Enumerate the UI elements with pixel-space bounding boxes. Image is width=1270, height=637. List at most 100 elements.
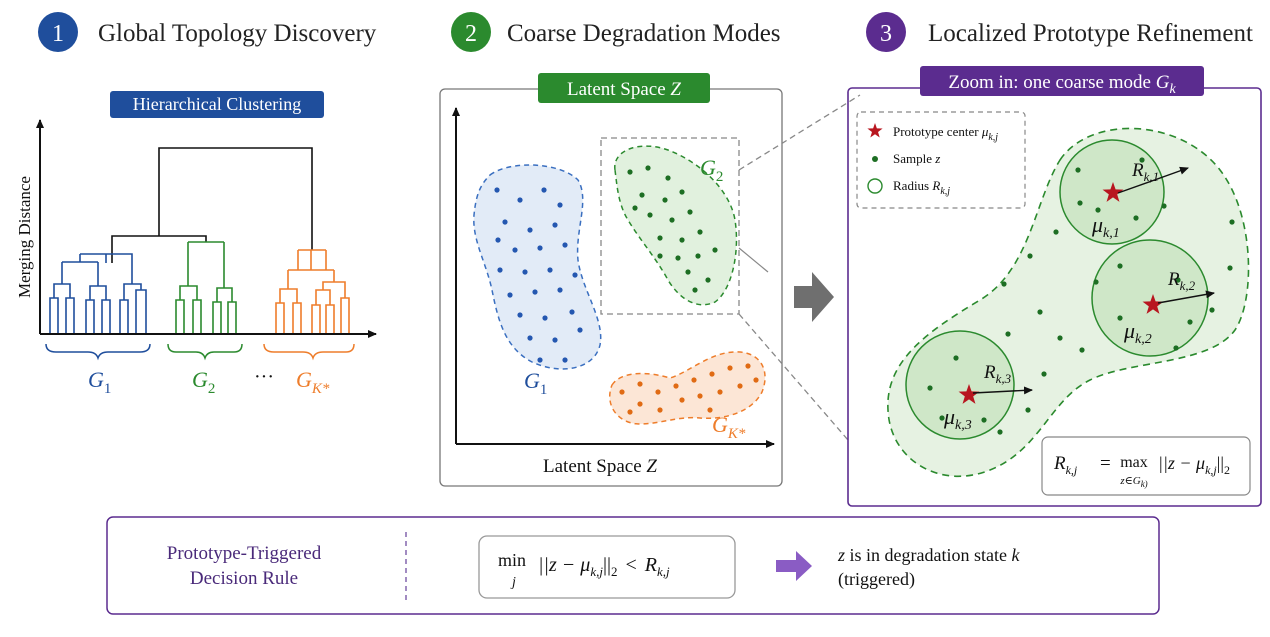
sample-dot [512, 247, 518, 253]
decision-rule-min-under: j [510, 575, 516, 590]
sample-dot [707, 407, 713, 413]
prototype-label-3: μk,3 [943, 404, 972, 433]
sample-dot [517, 197, 523, 203]
sample-dot [637, 401, 643, 407]
sample-dot [1175, 277, 1181, 283]
step-title-3: Localized Prototype Refinement [928, 20, 1253, 47]
sample-dot [1037, 309, 1043, 315]
sample-dot [517, 312, 523, 318]
panel-hierarchical-clustering: Hierarchical Clustering Merging Distance… [15, 91, 377, 397]
cluster-gk-region [609, 351, 766, 425]
sample-dot [541, 187, 547, 193]
dendrogram-top-links [111, 147, 313, 263]
step-badge-3 [866, 12, 906, 52]
decision-rule-min: min [498, 550, 526, 570]
cluster-g1-region [473, 164, 602, 370]
zoom-guide-mid [738, 247, 769, 273]
cluster-gk-samples [619, 363, 759, 415]
sample-dot [753, 377, 759, 383]
radius-label-2: Rk,2 [1167, 269, 1196, 293]
sample-dot [1095, 207, 1101, 213]
sample-dot [692, 287, 698, 293]
step-header-1: 1 Global Topology Discovery [38, 12, 377, 52]
panel-latent-space: Latent Space Z Latent Space Z G1 G2 GK* [439, 73, 783, 487]
decision-rule-arrow [776, 551, 812, 581]
group-label-g1: G1 [88, 367, 111, 397]
cluster-g2-samples [627, 165, 718, 293]
sample-dot [645, 165, 651, 171]
sample-dot [547, 267, 553, 273]
legend-radius-icon [867, 178, 883, 194]
sample-dot [697, 393, 703, 399]
sample-dot [1027, 253, 1033, 259]
sample-dot [537, 357, 543, 363]
sample-dot [717, 389, 723, 395]
cluster-label-g2: G2 [700, 155, 723, 185]
sample-dot [627, 409, 633, 415]
sample-dot [675, 255, 681, 261]
prototype-label-2: μk,2 [1123, 318, 1152, 347]
hierarchical-clustering-badge [110, 91, 324, 118]
step-title-2: Coarse Degradation Modes [507, 20, 781, 47]
legend-radius-label: Radius Rk,j [893, 178, 950, 197]
radius-label-1: Rk,1 [1131, 160, 1159, 184]
prototype-circle-3 [905, 330, 1015, 440]
sample-dot [577, 327, 583, 333]
cluster-label-gk: GK* [712, 412, 746, 442]
sample-dot [1139, 157, 1145, 163]
radius-arrow-3 [972, 386, 1033, 395]
prototype-label-1: μk,1 [1091, 212, 1120, 241]
sample-dot [679, 397, 685, 403]
sample-dot [502, 219, 508, 225]
sample-dot [705, 277, 711, 283]
dendrogram-orange-subtree [275, 249, 350, 333]
sample-dot [1173, 345, 1179, 351]
step-number-3: 3 [880, 21, 892, 47]
sample-dot [494, 187, 500, 193]
radius-arrow-1 [1117, 166, 1189, 194]
latent-space-badge [538, 73, 710, 103]
sample-dot [953, 355, 959, 361]
cluster-label-g1: G1 [524, 368, 547, 398]
zoom-arrow [794, 272, 834, 322]
sample-dot [679, 189, 685, 195]
sample-dot [527, 227, 533, 233]
decision-rule-result-line1: z is in degradation state k [837, 545, 1020, 565]
zoom-selection-box [600, 137, 740, 315]
sample-dot [1093, 279, 1099, 285]
sample-dot [562, 242, 568, 248]
radius-formula-max: max [1120, 454, 1148, 471]
step-badge-1 [38, 12, 78, 52]
sample-dot [927, 385, 933, 391]
step-badge-2 [451, 12, 491, 52]
sample-dot [1227, 265, 1233, 271]
sample-dot [695, 253, 701, 259]
sample-dot [507, 292, 513, 298]
sample-dot [939, 415, 945, 421]
sample-dot [495, 237, 501, 243]
sample-dot [639, 192, 645, 198]
legend-sample-label: Sample z [893, 151, 940, 166]
radius-formula-max-under: z∈Gk) [1119, 475, 1147, 489]
zoom-guide-top [738, 94, 861, 171]
sample-dot [727, 365, 733, 371]
latent-space-badge-label: Latent Space Z [567, 79, 681, 100]
radius-formula: Rk,j = max z∈Gk) ||z − μk,j||2 [1041, 436, 1251, 496]
radius-formula-body: ||z − μk,j||2 [1158, 453, 1230, 477]
sample-dot [665, 175, 671, 181]
sample-dot [673, 383, 679, 389]
sample-dot [619, 389, 625, 395]
legend-prototype-label: Prototype center μk,j [893, 124, 998, 143]
sample-dot [657, 253, 663, 259]
sample-dot [627, 169, 633, 175]
group-label-g2: G2 [192, 367, 215, 397]
step-number-2: 2 [465, 21, 477, 47]
sample-dot [1229, 219, 1235, 225]
sample-dot [1117, 263, 1123, 269]
cluster-g1-samples [494, 187, 583, 363]
sample-dot [557, 287, 563, 293]
decision-rule-panel: Prototype-Triggered Decision Rule min j … [106, 516, 1160, 615]
sample-dot [1075, 167, 1081, 173]
step-header-3: 3 Localized Prototype Refinement [866, 12, 1253, 52]
